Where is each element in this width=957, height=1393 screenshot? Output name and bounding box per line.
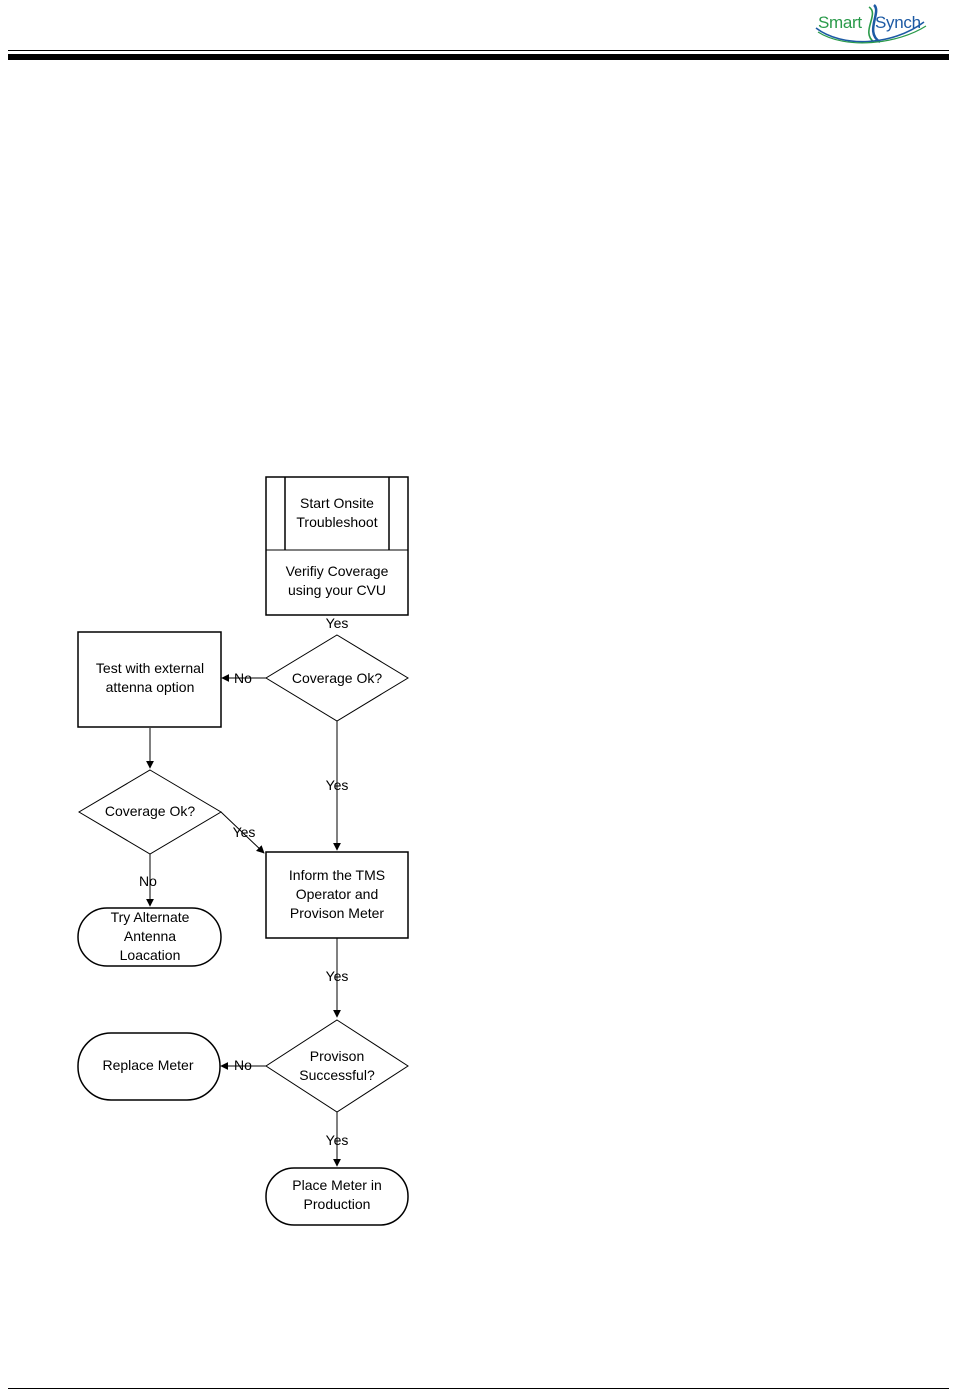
decision-coverage-2: Coverage Ok? [79, 770, 221, 854]
edge-label-provision-no: No [234, 1057, 252, 1073]
place-meter-line2: Production [304, 1196, 371, 1212]
inform-box: Inform the TMS Operator and Provison Met… [266, 852, 408, 938]
decision-coverage-2-label: Coverage Ok? [105, 803, 195, 819]
start-label-line1: Start Onsite [300, 495, 374, 511]
replace-meter-label: Replace Meter [102, 1057, 193, 1073]
verify-label-line1: Verifiy Coverage [286, 563, 389, 579]
edge-label-inform-yes: Yes [326, 968, 349, 984]
footer-rule [8, 1388, 949, 1389]
test-external-line1: Test with external [96, 660, 204, 676]
place-meter-line1: Place Meter in [292, 1177, 381, 1193]
test-external-line2: attenna option [106, 679, 195, 695]
decision-provision-line2: Successful? [299, 1067, 375, 1083]
decision-coverage-1-label: Coverage Ok? [292, 670, 382, 686]
inform-line3: Provison Meter [290, 905, 384, 921]
edge-label-coverage2-yes: Yes [233, 824, 256, 840]
verify-label-line2: using your CVU [288, 582, 386, 598]
inform-line2: Operator and [296, 886, 379, 902]
inform-line1: Inform the TMS [289, 867, 385, 883]
decision-coverage-1: Coverage Ok? [266, 635, 408, 721]
replace-meter-terminal: Replace Meter [78, 1033, 220, 1100]
decision-provision: Provison Successful? [266, 1020, 408, 1112]
try-alternate-terminal: Try Alternate Antenna Loacation [78, 908, 221, 966]
place-meter-terminal: Place Meter in Production [266, 1168, 408, 1225]
edge-label-coverage1-no: No [234, 670, 252, 686]
start-label-line2: Troubleshoot [296, 514, 377, 530]
start-verify-box: Start Onsite Troubleshoot Verifiy Covera… [266, 477, 408, 615]
try-alternate-line3: Loacation [120, 947, 181, 963]
edge-label-coverage1-yes: Yes [326, 777, 349, 793]
edge-label-provision-yes: Yes [326, 1132, 349, 1148]
try-alternate-line2: Antenna [124, 928, 176, 944]
test-external-box: Test with external attenna option [78, 632, 221, 727]
try-alternate-line1: Try Alternate [111, 909, 190, 925]
edge-label-verify-yes: Yes [326, 615, 349, 631]
decision-provision-line1: Provison [310, 1048, 364, 1064]
edge-label-coverage2-no: No [139, 873, 157, 889]
